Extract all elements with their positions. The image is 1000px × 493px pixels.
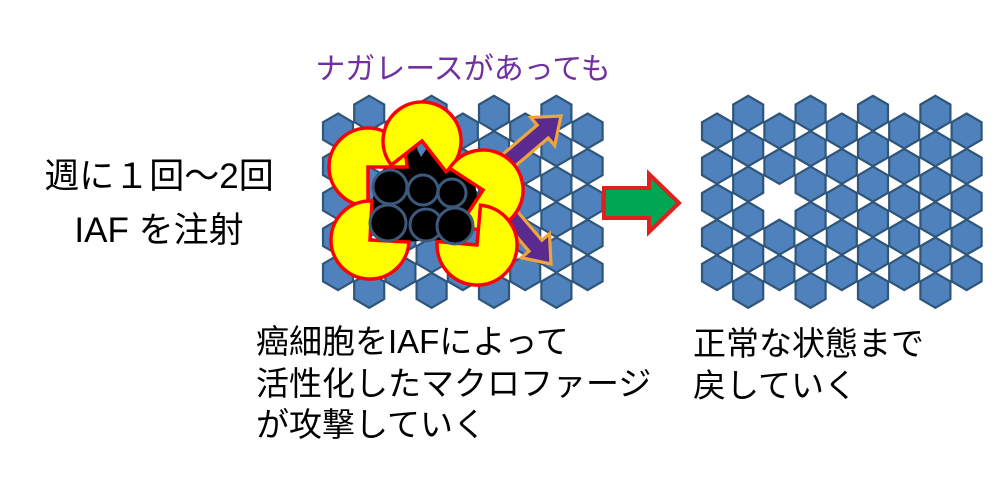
hexagon-cell-icon (571, 218, 604, 256)
hexagon-cell-icon (825, 183, 858, 221)
hexagon-cell-icon (950, 218, 983, 256)
hexagon-cell-icon (700, 253, 734, 292)
macrophage-icon (329, 199, 411, 281)
hexagon-cell-icon (856, 165, 890, 203)
nagalase-note-text: ナガレースがあっても (315, 53, 611, 86)
hexagon-cell-icon (856, 129, 890, 168)
cancer-cell-icon (436, 177, 468, 209)
attack-caption: 癌細胞をIAFによって 活性化したマクロファージ が攻撃していく (256, 321, 651, 446)
hexagon-cell-icon (888, 147, 921, 186)
hexagon-cell-icon (763, 147, 796, 186)
attack-caption-line1: 癌細胞をIAFによって (256, 323, 569, 360)
hexagon-cell-icon (571, 253, 604, 292)
hexagon-cell-icon (732, 129, 765, 168)
hexagon-cell-icon (950, 112, 983, 150)
hexagon-cell-icon (825, 253, 858, 292)
hexagon-cell-icon (950, 253, 983, 292)
hexagon-cell-icon (888, 253, 921, 292)
hexagon-cell-icon (700, 183, 734, 221)
hexagon-cell-icon (415, 271, 448, 310)
hexagon-cell-icon (919, 271, 952, 310)
hexagon-cell-icon (477, 94, 511, 133)
hexagon-cell-icon (919, 165, 952, 203)
hexagon-cell-icon (794, 200, 827, 239)
hexagon-cell-icon (571, 112, 604, 150)
recovery-caption: 正常な状態まで 戻していく (693, 323, 924, 406)
hexagon-cell-icon (571, 183, 604, 221)
hexagon-cell-icon (856, 200, 890, 239)
macrophage-icon (381, 100, 463, 175)
hexagon-cell-icon (919, 94, 952, 133)
macrophage-icon (435, 203, 519, 287)
hexagon-cell-icon (700, 218, 734, 256)
injection-note-line1: 週に１回～2回 (44, 157, 274, 196)
hexagon-cell-icon (540, 200, 573, 239)
hexagon-cell-icon (794, 271, 827, 310)
hexagon-cell-icon (540, 271, 573, 310)
hexagon-cell-icon (540, 165, 573, 203)
hexagon-cell-icon (856, 236, 890, 274)
hexagon-cell-icon (919, 236, 952, 274)
healthy-tissue-hexgrid (700, 94, 983, 310)
injection-note-line2: IAF を注射 (74, 211, 244, 251)
hexagon-cell-icon (888, 112, 921, 150)
hexagon-cell-icon (856, 271, 890, 310)
hexagon-cell-icon (732, 236, 765, 274)
hexagon-cell-icon (825, 218, 858, 256)
hexagon-cell-icon (763, 112, 796, 150)
hexagon-cell-icon (950, 147, 983, 186)
hexagon-cell-icon (950, 183, 983, 221)
recovery-caption-line1: 正常な状態まで (693, 325, 924, 362)
nagalase-note: ナガレースがあっても (295, 44, 631, 88)
attack-caption-line3: が攻撃していく (256, 406, 487, 444)
injection-schedule-note: 週に１回～2回 IAF を注射 (8, 150, 310, 259)
hexagon-cell-icon (732, 200, 765, 239)
hexagon-cell-icon (732, 271, 765, 310)
hexagon-cell-icon (825, 112, 858, 150)
hexagon-cell-icon (794, 94, 827, 133)
hexagon-cell-icon (732, 165, 765, 203)
hexagon-cell-icon (794, 165, 827, 203)
hexagon-cell-icon (856, 94, 890, 133)
hexagon-cell-icon (888, 218, 921, 256)
hexagon-cell-icon (888, 183, 921, 221)
hexagon-cell-icon (353, 94, 386, 133)
hexagon-cell-icon (700, 112, 734, 150)
attack-caption-line2: 活性化したマクロファージ (256, 364, 652, 402)
cancer-cell-icon (371, 168, 409, 206)
cancer-cell-icon (368, 203, 408, 243)
transition-arrow-icon (602, 169, 682, 237)
recovery-caption-line2: 戻していく (693, 366, 858, 404)
hexagon-cell-icon (763, 218, 796, 256)
hexagon-cell-icon (571, 147, 604, 186)
hexagon-cell-icon (919, 129, 952, 168)
hexagon-cell-icon (825, 147, 858, 186)
cancer-cell-icon (435, 206, 475, 246)
hexagon-cell-icon (794, 236, 827, 274)
hexagon-cell-icon (353, 271, 386, 310)
hexagon-cell-icon (919, 200, 952, 239)
hexagon-cell-icon (794, 129, 827, 168)
hexagon-cell-icon (732, 94, 765, 133)
hexagon-cell-icon (700, 147, 734, 186)
cancer-cell-icon (406, 173, 440, 207)
hexagon-cell-icon (763, 253, 796, 292)
